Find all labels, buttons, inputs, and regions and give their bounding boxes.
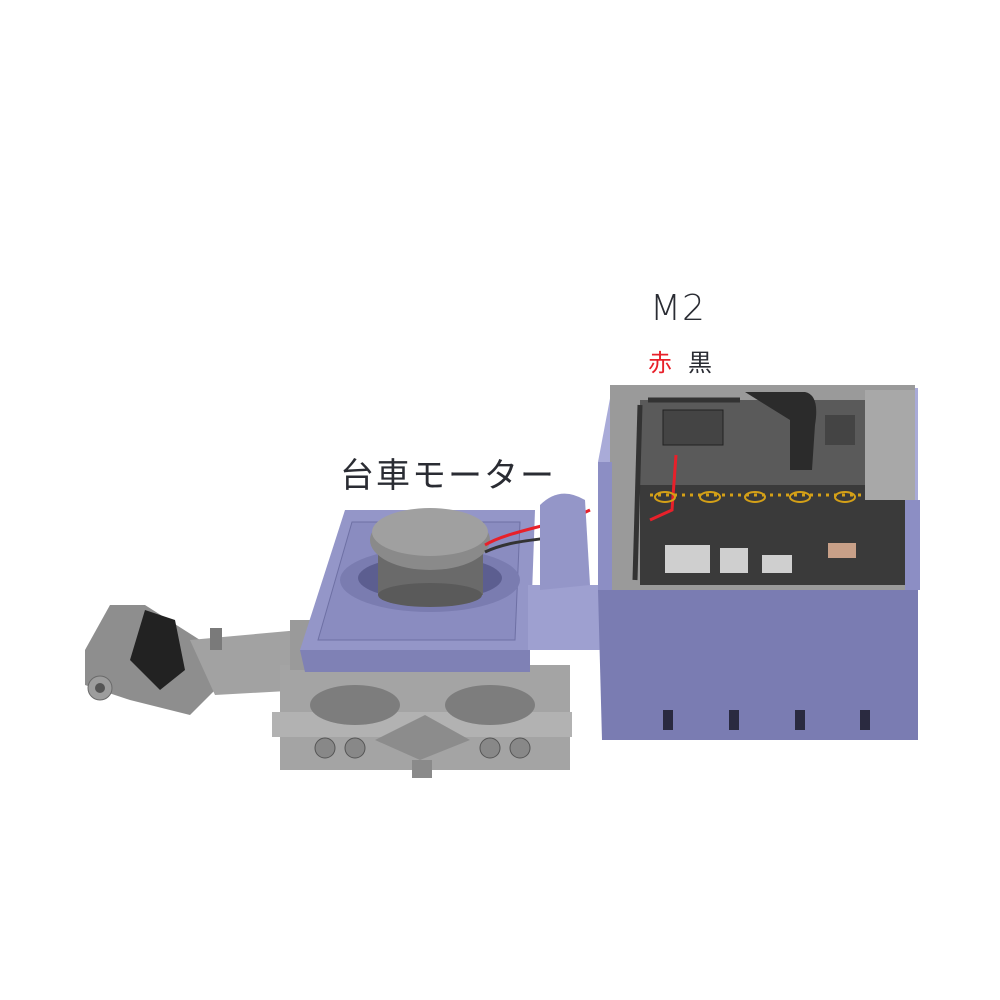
- bogie: [272, 620, 572, 778]
- controller-box: [598, 385, 920, 740]
- bogie-motor-label: 台車モーター: [340, 456, 556, 496]
- controller-label: M2: [650, 288, 706, 329]
- black-wire-label: 黒: [688, 349, 712, 377]
- coupler: [85, 605, 305, 715]
- red-wire-label: 赤: [648, 349, 672, 377]
- motor-housing: [300, 493, 600, 672]
